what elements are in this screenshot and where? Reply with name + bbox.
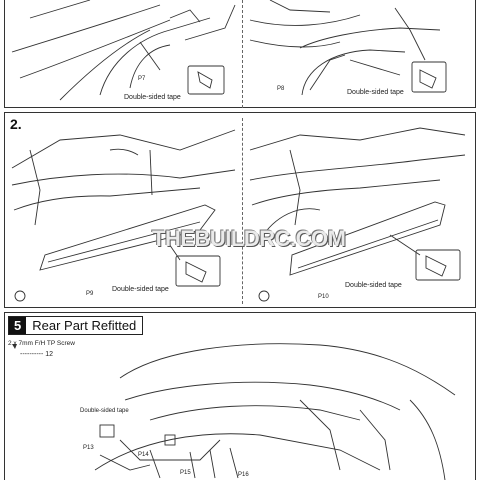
step2-panel-frame bbox=[4, 112, 476, 308]
screw-qty-value: 12 bbox=[45, 351, 54, 358]
part-p8: P8 bbox=[277, 86, 285, 92]
part-p9: P9 bbox=[86, 291, 94, 297]
section5-number: 5 bbox=[9, 317, 27, 334]
tape-label-section5: Double-sided tape bbox=[80, 408, 129, 414]
top-divider bbox=[242, 0, 243, 108]
step2-divider bbox=[242, 118, 243, 304]
tape-label-top-right: Double-sided tape bbox=[347, 89, 404, 96]
tape-label-step2-right: Double-sided tape bbox=[345, 282, 402, 289]
watermark: THEBUILDRC.COM bbox=[152, 226, 346, 251]
section5-frame bbox=[4, 312, 476, 480]
part-p10: P10 bbox=[318, 294, 329, 300]
section5-header: 5 Rear Part Refitted bbox=[8, 316, 144, 335]
part-p7: P7 bbox=[138, 76, 146, 82]
screw-spec: 2 x 7mm F/H TP Screw bbox=[8, 340, 75, 347]
part-p15: P15 bbox=[180, 470, 191, 476]
step-number-2: 2. bbox=[10, 116, 22, 132]
section5-title: Rear Part Refitted bbox=[32, 318, 137, 333]
part-p14: P14 bbox=[138, 452, 149, 458]
tape-label-step2-left: Double-sided tape bbox=[112, 286, 169, 293]
tape-label-top-left: Double-sided tape bbox=[124, 94, 181, 101]
top-panel-frame bbox=[4, 0, 476, 108]
part-p16: P16 bbox=[238, 472, 249, 478]
part-p13: P13 bbox=[83, 445, 94, 451]
screw-quantity: ---------- 12 bbox=[20, 351, 54, 358]
